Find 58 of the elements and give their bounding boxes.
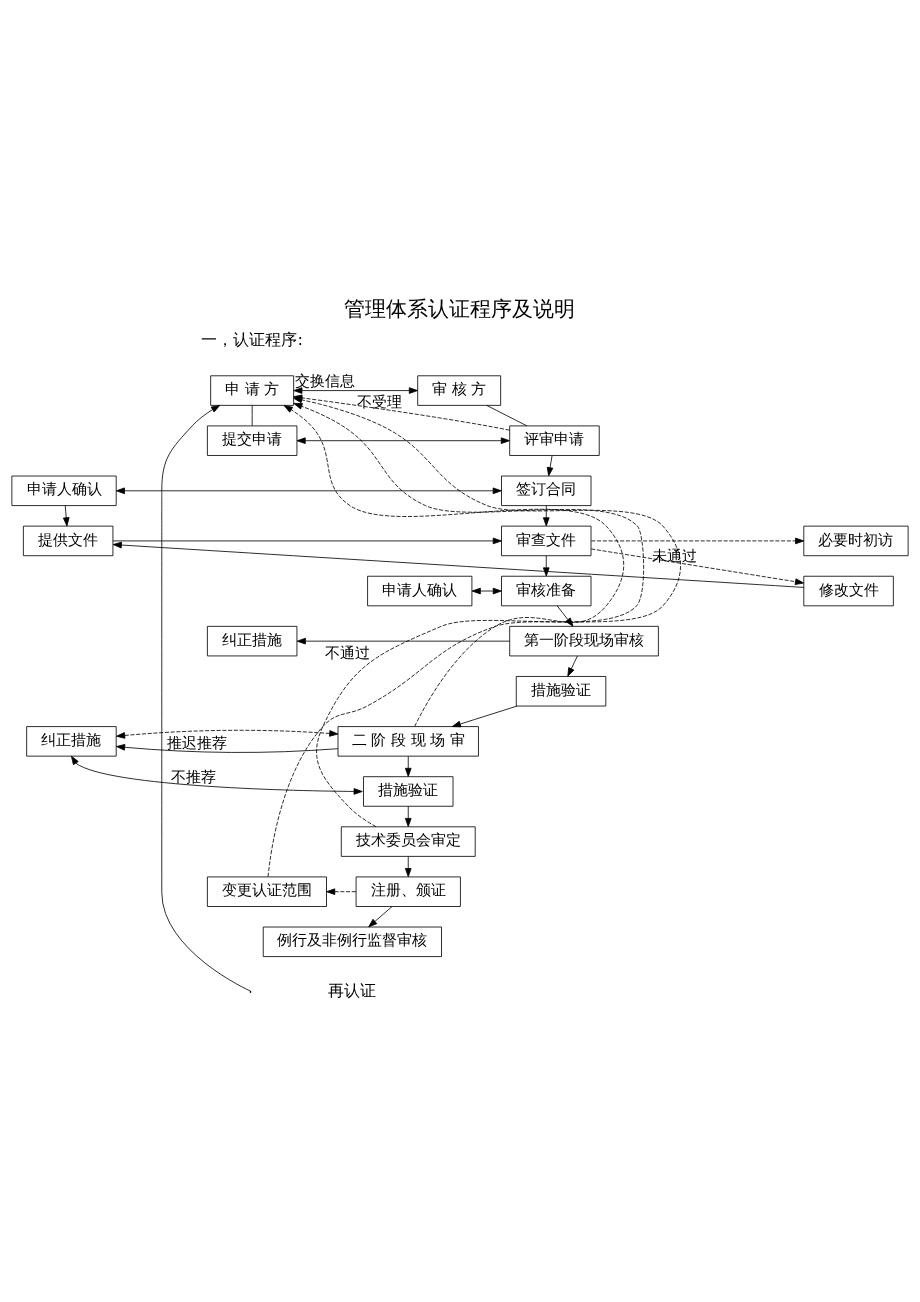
diagram-title: 管理体系认证程序及说明	[344, 295, 576, 321]
arrow	[62, 505, 70, 527]
node-box: 申 请 方	[210, 375, 295, 406]
node-box: 审 核 方	[417, 375, 502, 406]
arrow	[116, 729, 339, 739]
edge-label: 推迟推荐	[167, 733, 228, 751]
node-box: 审核准备	[501, 575, 592, 607]
arrow	[451, 705, 518, 728]
node-box: 申请人确认	[11, 475, 117, 506]
node-box: 提供文件	[22, 525, 114, 557]
arrow	[293, 387, 418, 394]
arrow	[404, 805, 412, 827]
node-box: 注册、颁证	[355, 876, 461, 907]
node-box: 修改文件	[803, 575, 894, 607]
arrow	[112, 541, 805, 588]
node-box: 签订合同	[501, 475, 592, 506]
arrow	[404, 856, 412, 878]
arrow	[115, 487, 502, 495]
node-box: 审查文件	[501, 525, 592, 557]
arrow	[112, 537, 502, 545]
node-box: 评审申请	[509, 425, 600, 456]
connector	[486, 405, 528, 427]
connector	[251, 405, 253, 427]
arrow	[296, 637, 510, 645]
node-box: 第一阶段现场审核	[509, 625, 659, 657]
node-box: 申请人确认	[367, 575, 473, 607]
label: 再认证	[328, 981, 377, 1001]
node-box: 必要时初访	[803, 525, 909, 557]
arrow	[471, 587, 502, 595]
arrow	[590, 548, 805, 585]
node-box: 纠正措施	[207, 625, 298, 657]
edge-label: 不推荐	[171, 768, 216, 786]
arrow	[368, 906, 393, 928]
arrow	[590, 537, 805, 545]
arrow	[116, 744, 339, 753]
node-box: 措施验证	[363, 776, 454, 807]
node-box: 技术委员会审定	[340, 826, 476, 857]
node-box: 二 阶 段 现 场 审	[337, 726, 479, 757]
arrow	[71, 755, 363, 795]
arrow	[326, 888, 357, 895]
node-box: 措施验证	[515, 676, 607, 707]
node-box: 提交申请	[207, 425, 298, 456]
node-box: 纠正措施	[26, 726, 117, 757]
arrow	[404, 755, 412, 777]
arrow	[296, 437, 510, 444]
arrow	[546, 455, 554, 477]
edge-label: 交换信息	[295, 371, 356, 389]
edge-label: 不通过	[325, 643, 371, 661]
arrow	[542, 555, 550, 577]
arrow	[293, 403, 645, 828]
arrow	[161, 405, 251, 992]
arrow	[567, 655, 578, 677]
arrow	[283, 405, 625, 727]
node-box: 例行及非例行监督审核	[262, 926, 442, 957]
label: 一，认证程序:	[201, 329, 303, 349]
edge-label: 不受理	[356, 393, 402, 411]
edge-label: 未通过	[652, 547, 698, 565]
node-box: 变更认证范围	[207, 876, 327, 907]
